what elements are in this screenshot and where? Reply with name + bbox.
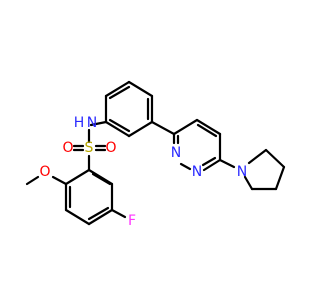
n-pyridazine-2-label: N (192, 164, 202, 180)
bond (108, 118, 131, 133)
s-label: S (85, 140, 94, 156)
bond (89, 120, 108, 127)
bond (104, 120, 131, 138)
n-pyridazine-1-label: N (171, 145, 181, 161)
o-methoxy-label: O (39, 164, 50, 180)
bond (108, 85, 131, 100)
bond (150, 120, 176, 136)
bond (196, 123, 218, 138)
bond (202, 158, 222, 172)
bond (218, 158, 236, 169)
o-right-label: O (105, 140, 116, 156)
bond (195, 118, 222, 136)
bond (64, 208, 91, 226)
bond (87, 208, 114, 226)
chemical-structure: N H S O O O F N N N (25, 80, 286, 229)
bond (91, 172, 112, 186)
n-pyrrolidine-label: N (237, 164, 247, 180)
bond (179, 162, 192, 171)
bonds (25, 80, 286, 226)
o-left-label: O (62, 140, 73, 156)
bond (25, 175, 40, 186)
bond (264, 148, 286, 169)
bond (201, 156, 217, 167)
bond (172, 118, 199, 136)
bond (64, 168, 91, 186)
bond (51, 175, 68, 186)
bond (243, 175, 254, 191)
atom-labels: N H S O O O F N N N (39, 115, 247, 229)
bond (87, 206, 110, 221)
bond (274, 165, 286, 191)
bond (104, 80, 131, 98)
f-label: F (128, 213, 136, 229)
bond (127, 120, 154, 138)
bond (127, 80, 154, 98)
h-sulfonamide-label: H (74, 115, 85, 131)
bond (247, 148, 268, 165)
n-sulfonamide-label: N (87, 115, 97, 131)
bond (110, 208, 127, 219)
